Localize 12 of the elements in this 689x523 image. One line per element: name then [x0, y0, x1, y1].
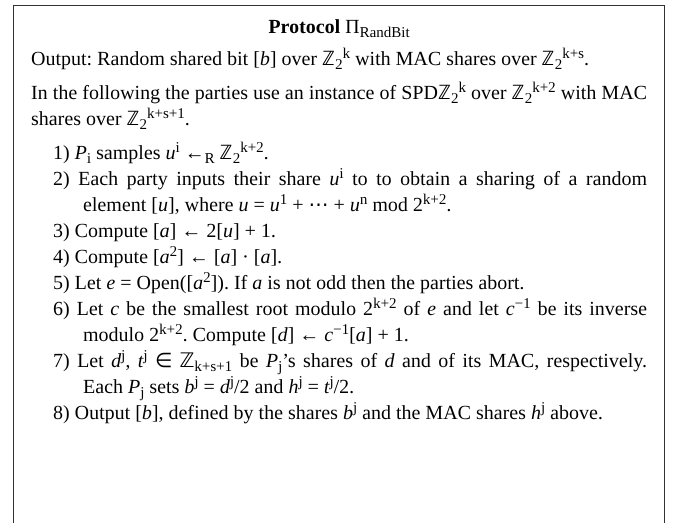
step-text: 5) Let e = Open([a$^{2}$]). If a is not odd then the parties abort. [52, 270, 526, 296]
step-text: 2) Each party inputs their share u$^{i}$ to to obtain a sharing of a random element [u], where u = u$^{1}$ + ⋯ + u$^{n}$ mod 2$^{k+2}$. [52, 166, 647, 218]
protocol-box [13, 5, 665, 523]
step-text: 8) Output [b], defined by the shares b$^{j}$ and the MAC shares h$^{j}$ above. [52, 400, 604, 426]
step-text: 6) Let c be the smallest root modulo 2$^{k+2}$ of e and let c$^{−1}$ be its inverse modulo 2$^{k+2}$. Compute [d] ← c$^{−1}$[a] + 1. [52, 296, 647, 348]
step-text: 3) Compute [a] ← 2[u] + 1. [52, 219, 277, 244]
protocol-title: Protocol Π$_{RandBit}$ [267, 15, 411, 40]
paragraph: In the following the parties use an instance of SPDℤ$_{2}$$^{k}$ over ℤ$_{2}$$^{k+2}$ with MAC shares over ℤ$_{2}$$^{k+s+1}$. [31, 80, 647, 132]
step-text: 4) Compute [a$^{2}$] ← [a] · [a]. [52, 244, 284, 270]
step-text: 7) Let d$^{j}$, t$^{j}$ ∈ ℤ$_{k+s+1}$ be P$_{j}$’s shares of d and of its MAC, respectively. Each P$_{j}$ sets b$^{j}$ = d$^{j}$/2 and h$^{j}$ = t$^{j}$/2. [52, 348, 647, 400]
step-text: 1) P$_{i}$ samples u$^{i}$ ←$_{R}$ ℤ$_{2}$$^{k+2}$. [52, 140, 270, 166]
paragraph: Output: Random shared bit [b] over ℤ$_{2}$$^{k}$ with MAC shares over ℤ$_{2}$$^{k+s}$. [31, 46, 590, 72]
